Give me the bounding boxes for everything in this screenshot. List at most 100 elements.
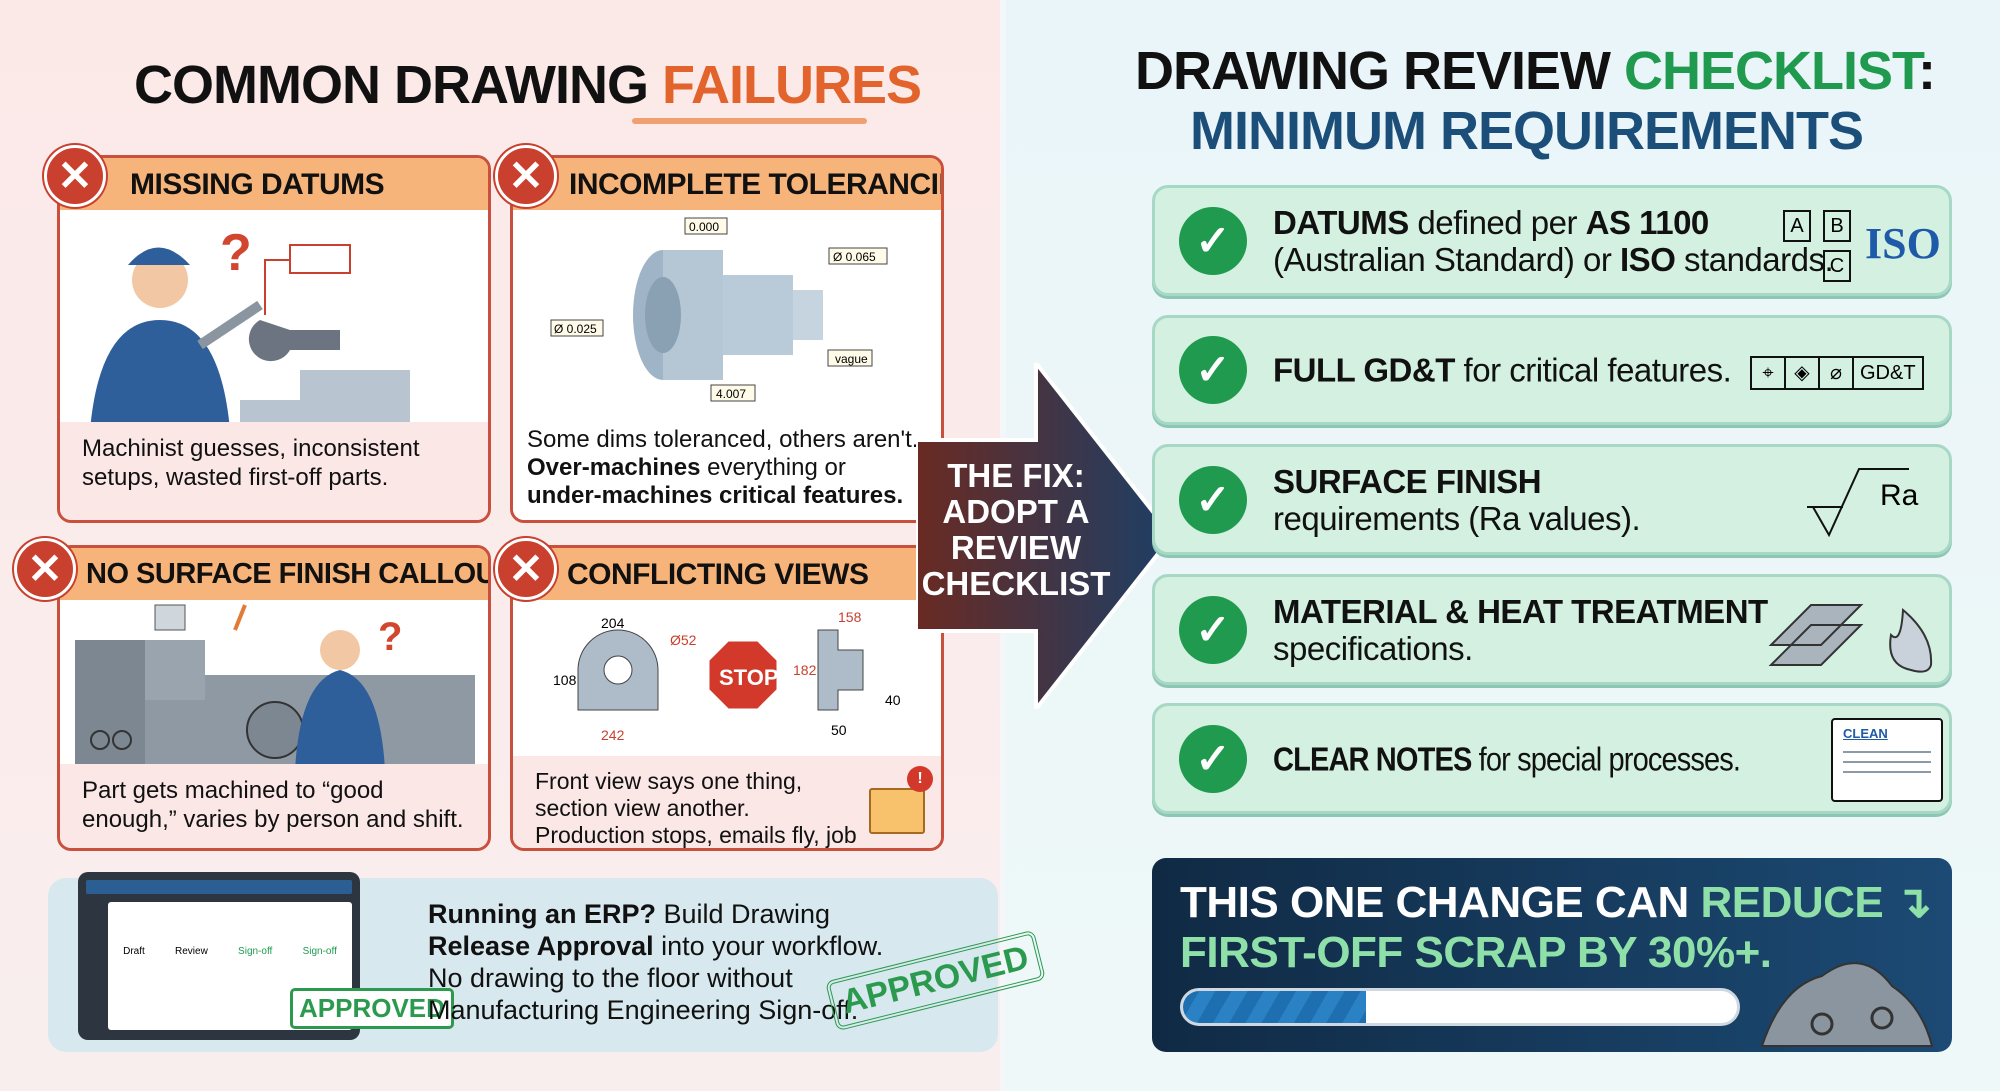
progress-fill bbox=[1183, 991, 1366, 1023]
item-bold: SURFACE FINISH bbox=[1273, 462, 1542, 500]
x-icon: ✕ bbox=[44, 145, 106, 207]
dim-label: 108 bbox=[553, 672, 577, 688]
stop-sign-icon bbox=[706, 638, 780, 712]
item-text-part: for critical features. bbox=[1454, 351, 1732, 389]
fix-line: CHECKLIST bbox=[921, 565, 1111, 602]
caption-bold: Over-machines bbox=[527, 454, 701, 481]
title-text: COMMON DRAWING bbox=[134, 55, 662, 115]
banner-text: THIS ONE CHANGE CAN REDUCE ↴ FIRST-OFF S… bbox=[1180, 878, 1932, 977]
fix-line: REVIEW bbox=[950, 529, 1082, 566]
caption-line: Some dims toleranced, others aren't. bbox=[527, 426, 919, 453]
workflow-step-signoff: Sign-off bbox=[238, 946, 273, 957]
note-label: CLEAN bbox=[1843, 726, 1888, 741]
dim-label: 158 bbox=[838, 609, 862, 625]
lathe-illustration: ? bbox=[75, 604, 475, 770]
item-text: CLEAR NOTES for special processes. bbox=[1273, 740, 1741, 777]
datum-c-icon: C bbox=[1823, 250, 1851, 282]
dim-label: Ø 0.025 bbox=[554, 322, 597, 336]
card-title: INCOMPLETE TOLERANCING bbox=[513, 158, 941, 210]
x-icon: ✕ bbox=[14, 538, 76, 600]
item-text-part: standards. bbox=[1675, 240, 1834, 278]
banner-white: THIS ONE CHANGE CAN bbox=[1180, 878, 1701, 927]
dim-label: Ø52 bbox=[670, 632, 697, 648]
title-colon: : bbox=[1918, 41, 1936, 101]
item-bold: DATUMS bbox=[1273, 203, 1409, 241]
erp-line: Manufacturing Engineering Sign-off. bbox=[428, 995, 859, 1025]
envelope-icon bbox=[869, 788, 925, 834]
note-sheet-icon: CLEAN bbox=[1831, 718, 1943, 802]
feature-control-frame-icon: ⌖◈⌀GD&T bbox=[1750, 356, 1924, 390]
iso-logo: ISO bbox=[1865, 219, 1941, 268]
item-text-part: requirements (Ra values). bbox=[1273, 499, 1641, 537]
item-text-part: specifications. bbox=[1273, 629, 1473, 667]
dim-label: 0.000 bbox=[689, 220, 719, 234]
card-title: MISSING DATUMS bbox=[60, 158, 488, 210]
erp-text: Running an ERP? Build Drawing Release Ap… bbox=[428, 898, 883, 1026]
title-underline bbox=[632, 118, 867, 124]
shaft-drawing: 0.000 Ø 0.065 Ø 0.025 vague 4.007 bbox=[550, 217, 888, 402]
erp-bold: Release Approval bbox=[428, 931, 654, 961]
check-icon: ✓ bbox=[1179, 724, 1247, 793]
card-title: NO SURFACE FINISH CALLOUTS bbox=[60, 548, 488, 600]
progress-bar bbox=[1180, 988, 1740, 1026]
dim-label: 50 bbox=[831, 722, 847, 738]
flame-icon bbox=[1889, 607, 1933, 673]
fix-line: THE FIX: bbox=[947, 457, 1085, 494]
card-conflicting-views: CONFLICTING VIEWS 204 Ø52 108 242 STOP 1… bbox=[510, 545, 944, 851]
svg-text:?: ? bbox=[378, 615, 402, 659]
card-caption: Some dims toleranced, others aren't.Over… bbox=[513, 420, 941, 520]
surface-finish-symbol-icon bbox=[1807, 468, 1909, 537]
svg-text:?: ? bbox=[220, 224, 252, 282]
card-no-surface-finish: NO SURFACE FINISH CALLOUTS ? Part gets m… bbox=[57, 545, 491, 851]
alert-icon: ! bbox=[907, 766, 933, 792]
left-title: COMMON DRAWING FAILURES bbox=[134, 54, 922, 116]
check-icon: ✓ bbox=[1179, 465, 1247, 534]
card-missing-datums: MISSING DATUMS ? Machinist guesses, inco… bbox=[57, 155, 491, 523]
datum-b-icon: B bbox=[1823, 210, 1851, 242]
machinist-illustration: ? bbox=[90, 224, 410, 430]
scrap-reduction-banner: THIS ONE CHANGE CAN REDUCE ↴ FIRST-OFF S… bbox=[1152, 858, 1952, 1052]
checklist-item-notes: ✓ CLEAR NOTES for special processes. CLE… bbox=[1152, 703, 1952, 814]
title-accent: CHECKLIST bbox=[1624, 41, 1919, 101]
erp-line: Build Drawing bbox=[655, 899, 831, 929]
caption-bold: under-machines critical features. bbox=[527, 482, 904, 509]
checklist-item-datums: ✓ DATUMS defined per AS 1100(Australian … bbox=[1152, 185, 1952, 296]
x-icon: ✕ bbox=[495, 538, 557, 600]
ra-label: Ra bbox=[1880, 479, 1919, 512]
dim-label: vague bbox=[835, 352, 868, 366]
scrap-pile-icon bbox=[1760, 962, 1934, 1047]
banner-green: FIRST-OFF SCRAP BY 30%+. bbox=[1180, 928, 1772, 977]
x-icon: ✕ bbox=[495, 145, 557, 207]
item-bold: ISO bbox=[1620, 240, 1676, 278]
item-bold: FULL GD&T bbox=[1273, 351, 1455, 389]
item-text: DATUMS defined per AS 1100(Australian St… bbox=[1273, 203, 1834, 278]
dim-label: 204 bbox=[601, 615, 625, 631]
workflow-step-draft: Draft bbox=[123, 946, 145, 957]
conflicting-views-drawing: 204 Ø52 108 242 STOP 158 182 40 50 bbox=[553, 609, 901, 743]
right-title-line-2: MINIMUM REQUIREMENTS bbox=[1190, 101, 1864, 161]
dim-label: 4.007 bbox=[716, 387, 746, 401]
card-incomplete-tolerancing: INCOMPLETE TOLERANCING 0.000 Ø 0.065 Ø 0… bbox=[510, 155, 944, 523]
workflow-step-signoff: Sign-off bbox=[302, 946, 337, 957]
dim-label: Ø 0.065 bbox=[833, 250, 876, 264]
stop-label: STOP bbox=[719, 665, 779, 690]
approved-stamp-small: APPROVED bbox=[290, 988, 454, 1029]
item-text-part: (Australian Standard) or bbox=[1273, 240, 1621, 278]
card-title: CONFLICTING VIEWS bbox=[513, 548, 941, 600]
card-caption: Machinist guesses, inconsistent setups, … bbox=[60, 422, 488, 520]
title-accent: FAILURES bbox=[661, 55, 922, 115]
caption-line: everything or bbox=[700, 454, 846, 481]
dim-label: 242 bbox=[601, 727, 625, 743]
item-bold: AS 1100 bbox=[1585, 203, 1710, 241]
dim-label: 182 bbox=[793, 662, 817, 678]
banner-green: REDUCE bbox=[1700, 878, 1884, 927]
right-title-line-1: DRAWING REVIEW CHECKLIST: bbox=[1135, 40, 1936, 102]
checklist-item-gdt: ✓ FULL GD&T for critical features. ⌖◈⌀GD… bbox=[1152, 315, 1952, 425]
erp-bold: Running an ERP? bbox=[428, 899, 656, 929]
title-text: DRAWING REVIEW bbox=[1135, 41, 1625, 101]
workflow-step-review: Review bbox=[175, 946, 208, 957]
